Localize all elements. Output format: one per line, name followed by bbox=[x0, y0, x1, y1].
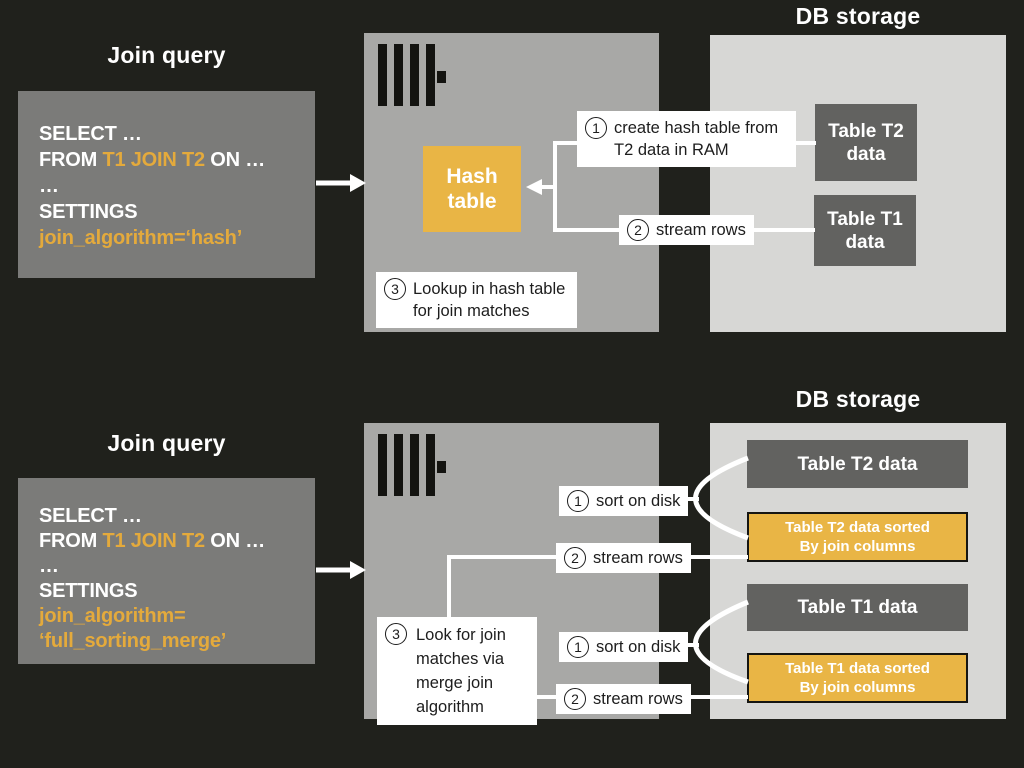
sql-algorithm-line-2: ‘full_sorting_merge’ bbox=[39, 630, 227, 652]
step-text: stream rows bbox=[593, 690, 683, 708]
step3-lookup-note: 3 Lookup in hash table for join matches bbox=[376, 272, 577, 328]
hash-table-box: Hash table bbox=[423, 146, 521, 232]
step-number-badge: 3 bbox=[384, 278, 406, 300]
step1-sort-on-disk-t1-note: 1 sort on disk bbox=[559, 632, 689, 662]
step-text: Look for join matches via merge join alg… bbox=[416, 626, 506, 716]
merge-join-query-title: Join query bbox=[107, 430, 226, 456]
step3-merge-join-note: 3 Look for join matches via merge join a… bbox=[377, 617, 537, 725]
database-server-bars-icon bbox=[378, 434, 448, 496]
hash-join-query-title: Join query bbox=[107, 42, 226, 68]
sql-algorithm-line-1: join_algorithm= bbox=[39, 605, 186, 627]
sql-ellipsis-line: … bbox=[39, 555, 59, 577]
database-server-bars-icon bbox=[378, 44, 448, 106]
sql-from-line: FROM T1 JOIN T2 ON … bbox=[39, 530, 266, 552]
step1-sort-on-disk-t2-note: 1 sort on disk bbox=[559, 486, 689, 516]
db-storage-title-bottom: DB storage bbox=[795, 386, 921, 412]
step2-stream-rows-t1-note: 2 stream rows bbox=[556, 684, 691, 714]
step-number-badge: 2 bbox=[627, 219, 649, 241]
db-storage-box-top bbox=[710, 35, 1006, 332]
table-t2-data-box-bottom: Table T2 data bbox=[747, 440, 968, 488]
step-text: stream rows bbox=[593, 549, 683, 567]
step1-create-hash-table-note: 1 create hash table from T2 data in RAM bbox=[577, 111, 796, 167]
table-t2-data-box: Table T2 data bbox=[815, 104, 917, 181]
sql-settings-line: SETTINGS bbox=[39, 580, 138, 602]
table-t1-data-box: Table T1 data bbox=[814, 195, 916, 266]
step-number-badge: 2 bbox=[564, 547, 586, 569]
merge-join-query-box: SELECT … FROM T1 JOIN T2 ON … … SETTINGS… bbox=[18, 478, 315, 664]
step-number-badge: 1 bbox=[567, 490, 589, 512]
step-text: sort on disk bbox=[596, 492, 681, 510]
sql-select-line: SELECT … bbox=[39, 505, 142, 527]
db-storage-title-top: DB storage bbox=[795, 3, 921, 29]
sql-from-line: FROM T1 JOIN T2 ON … bbox=[39, 149, 266, 171]
step-text: stream rows bbox=[656, 221, 746, 239]
table-t1-data-box-bottom: Table T1 data bbox=[747, 584, 968, 631]
sql-ellipsis-line: … bbox=[39, 175, 59, 197]
hash-join-query-box: SELECT … FROM T1 JOIN T2 ON … … SETTINGS… bbox=[18, 91, 315, 278]
table-t2-sorted-box: Table T2 data sorted By join columns bbox=[747, 512, 968, 562]
step-text: Lookup in hash table for join matches bbox=[413, 280, 566, 320]
step-text: sort on disk bbox=[596, 638, 681, 656]
sql-select-line: SELECT … bbox=[39, 123, 142, 145]
sql-algorithm-line: join_algorithm=‘hash’ bbox=[39, 227, 243, 249]
step-number-badge: 2 bbox=[564, 688, 586, 710]
step-number-badge: 1 bbox=[567, 636, 589, 658]
step2-stream-rows-note: 2 stream rows bbox=[619, 215, 754, 245]
step-text: create hash table from T2 data in RAM bbox=[614, 119, 779, 159]
step-number-badge: 1 bbox=[585, 117, 607, 139]
sql-settings-line: SETTINGS bbox=[39, 201, 138, 223]
table-t1-sorted-box: Table T1 data sorted By join columns bbox=[747, 653, 968, 703]
step2-stream-rows-t2-note: 2 stream rows bbox=[556, 543, 691, 573]
step-number-badge: 3 bbox=[385, 623, 407, 645]
